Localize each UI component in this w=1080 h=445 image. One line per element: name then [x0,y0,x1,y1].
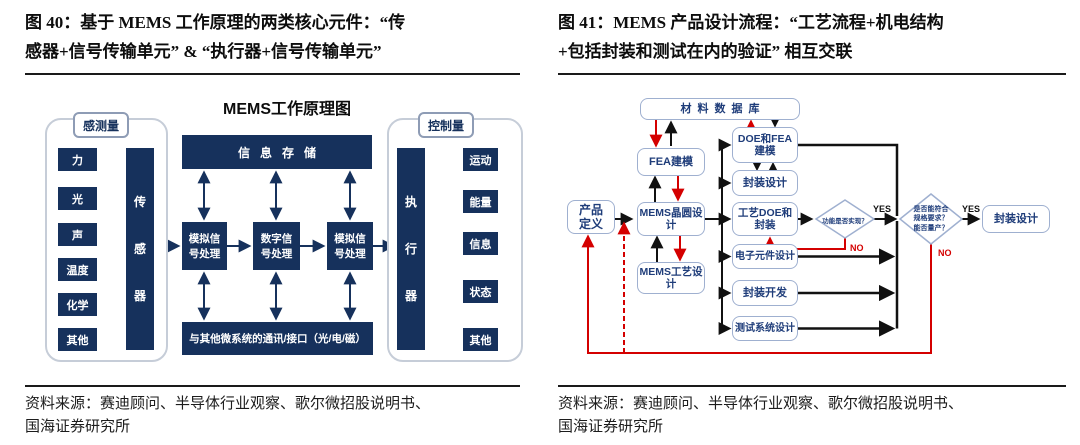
input-box-temperature: 温度 [58,258,97,281]
analog-signal-block-1: 模拟信 号处理 [182,222,227,270]
material-db-box: 材料数据库 [640,98,800,120]
output-box-energy: 能量 [463,190,498,213]
package-design-top-box: 封装设计 [732,170,798,196]
no-label-2: NO [938,248,952,258]
package-dev-box: 封装开发 [732,280,798,306]
fig41-source: 资料来源：赛迪顾问、半导体行业观察、歌尔微招股说明书、 国海证券研究所 [558,385,1066,438]
input-box-force: 力 [58,148,97,171]
test-system-design-box: 测试系统设计 [732,316,798,341]
output-box-information: 信息 [463,232,498,255]
input-box-chemical: 化学 [58,293,97,316]
sense-group-label: 感测量 [73,112,129,138]
no-label-1: NO [850,243,864,253]
decision2-label: 是否能符合 规格要求？ 能否量产？ [913,206,949,232]
fig41-title: 图 41：MEMS 产品设计流程：“工艺流程+机电结构 +包括封装和测试在内的验… [558,8,1066,76]
mems-wafer-design-box: MEMS晶圆设 计 [637,202,705,236]
decision1-label: 功能是否实现？ [822,218,868,225]
analog-signal-block-2: 模拟信 号处理 [327,222,373,270]
fig40-title: 图 40：基于 MEMS 工作原理的两类核心元件：“传 感器+信号传输单元” &… [25,8,520,76]
output-box-state: 状态 [463,280,498,303]
fig41-red-connectors [581,119,932,354]
info-storage-block: 信息存储 [182,135,372,169]
control-group-label: 控制量 [418,112,474,138]
sensor-block: 传 感 器 [126,148,154,350]
input-box-sound: 声 [58,223,97,246]
actuator-block: 执 行 器 [397,148,425,350]
fig40-source: 资料来源：赛迪顾问、半导体行业观察、歌尔微招股说明书、 国海证券研究所 [25,385,520,438]
comm-interface-block: 与其他微系统的通讯/接口（光/电/磁） [182,322,373,355]
decision1-diamond [814,199,876,239]
connector [798,143,899,216]
fea-modeling-box: FEA建模 [637,148,705,176]
fig41-black-connectors [615,114,981,337]
output-box-motion: 运动 [463,148,498,171]
process-doe-package-box: 工艺DOE和 封装 [732,202,798,236]
doe-fea-modeling-box: DOE和FEA 建模 [732,127,798,163]
yes-label-1: YES [873,204,892,214]
digital-signal-block: 数字信 号处理 [253,222,300,270]
input-box-light: 光 [58,187,97,210]
output-box-other: 其他 [463,328,498,351]
product-definition-box: 产品 定义 [567,200,615,234]
mems-process-design-box: MEMS工艺设 计 [637,262,705,294]
connector-no2-feedback [581,234,932,354]
decision2-diamond [898,193,964,245]
electronics-design-box: 电子元件设计 [732,244,798,269]
fig40-diagram-title: MEMS工作原理图 [222,101,351,118]
yes-label-2: YES [962,204,981,214]
input-box-other: 其他 [58,328,97,351]
fig41-diamonds [814,193,964,245]
package-design-right-box: 封装设计 [982,205,1050,233]
